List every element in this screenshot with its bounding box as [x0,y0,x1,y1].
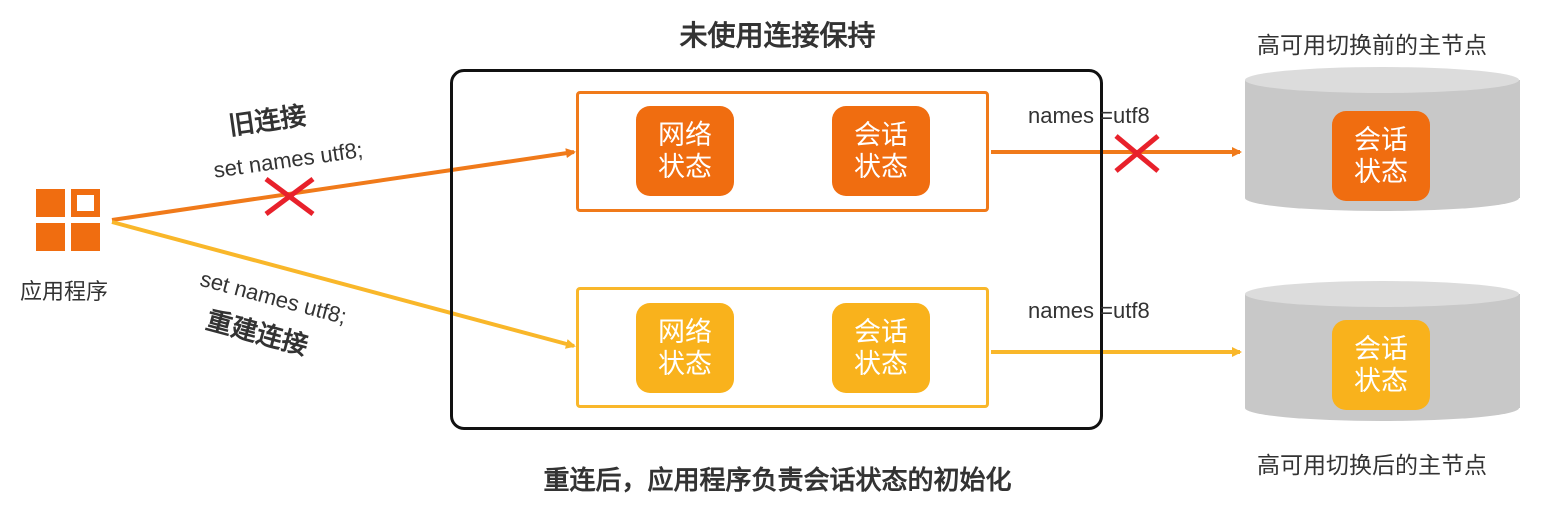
primary-before-caption: 高可用切换前的主节点 [1257,32,1487,58]
proxy-frame [450,69,1103,430]
old-connection-arrow [111,148,576,222]
primary-after-session-state: 会话 状态 [1332,320,1430,410]
new-network-state: 网络 状态 [636,303,734,393]
diagram-caption: 重连后，应用程序负责会话状态的初始化 [543,465,1012,495]
new-connection-arrow [111,220,576,349]
diagram-title: 未使用连接保持 [679,20,876,51]
cross-icon [1114,134,1160,173]
app-label: 应用程序 [20,279,109,304]
new-server-param: names =utf8 [1028,298,1150,323]
old-network-state: 网络 状态 [636,106,734,196]
new-connection-box [576,287,989,408]
new-session-state: 会话 状态 [832,303,930,393]
primary-before-session-state: 会话 状态 [1332,111,1430,201]
old-connection-box [576,91,989,212]
primary-after-caption: 高可用切换后的主节点 [1257,452,1487,478]
old-session-state: 会话 状态 [832,106,930,196]
old-server-param: names =utf8 [1028,103,1150,128]
cross-icon [264,176,315,217]
app-icon [36,189,100,251]
